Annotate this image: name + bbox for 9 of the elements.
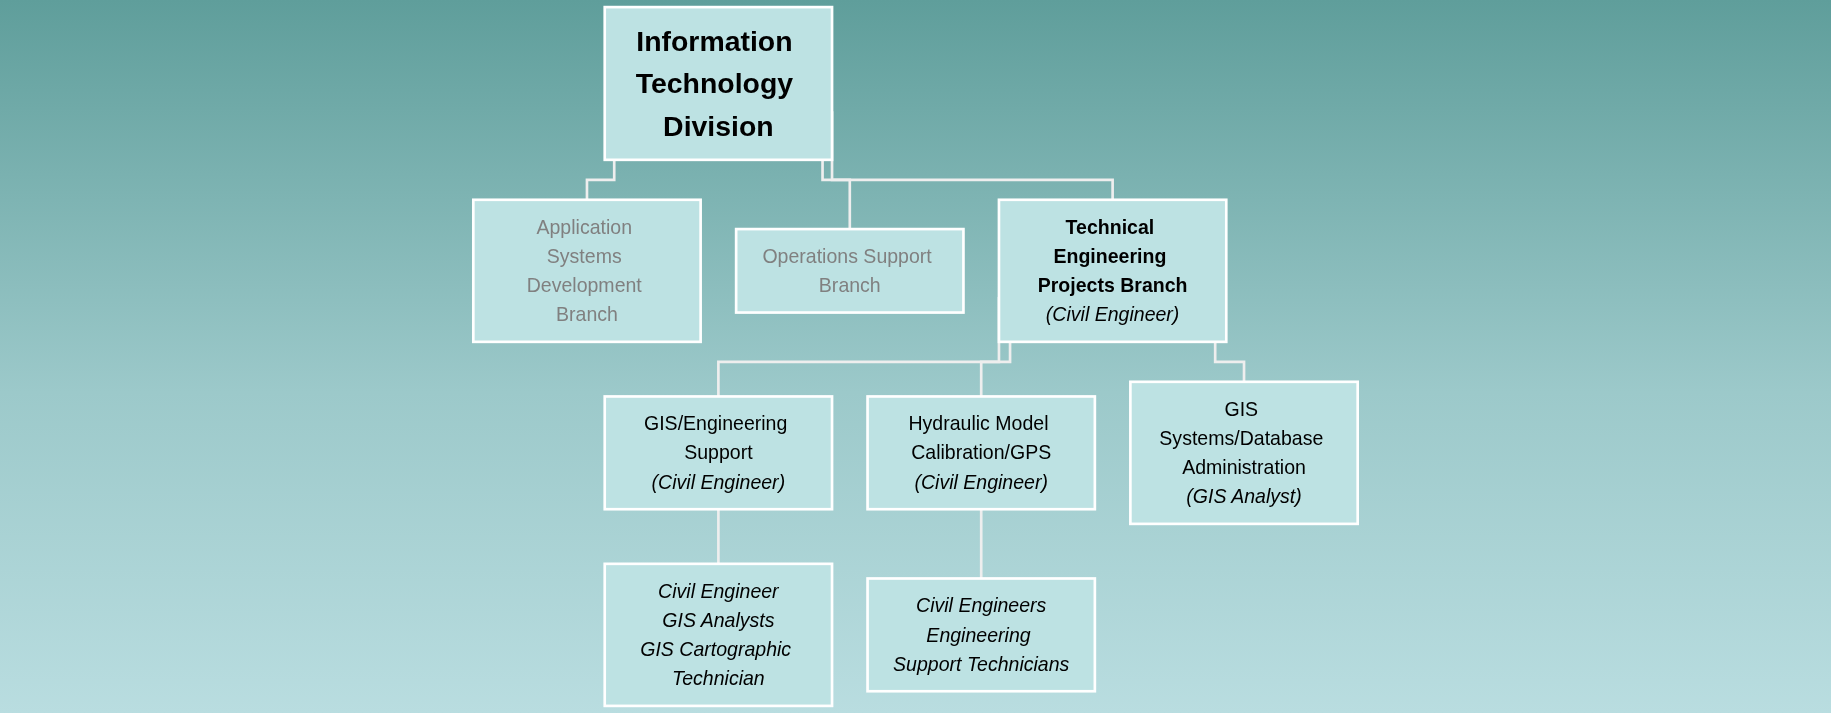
node-box: Application Systems Development Branch bbox=[472, 198, 702, 344]
node-box: Information Technology Division bbox=[603, 5, 834, 162]
node-box: Civil Engineer GIS Analysts GIS Cartographic Technician bbox=[603, 562, 834, 708]
node-box: GIS Systems/Database Administration (GIS Analyst) bbox=[1129, 380, 1359, 526]
node-box: Hydraulic Model Calibration/GPS (Civil Engineer) bbox=[866, 395, 1097, 511]
node-box: Civil Engineers Engineering Support Technicians bbox=[866, 577, 1097, 693]
node-box: Operations Support Branch bbox=[734, 227, 965, 314]
node-box: Technical Engineering Projects Branch (Civil Engineer) bbox=[997, 198, 1228, 344]
node-box: GIS/Engineering Support (Civil Engineer) bbox=[603, 395, 834, 511]
